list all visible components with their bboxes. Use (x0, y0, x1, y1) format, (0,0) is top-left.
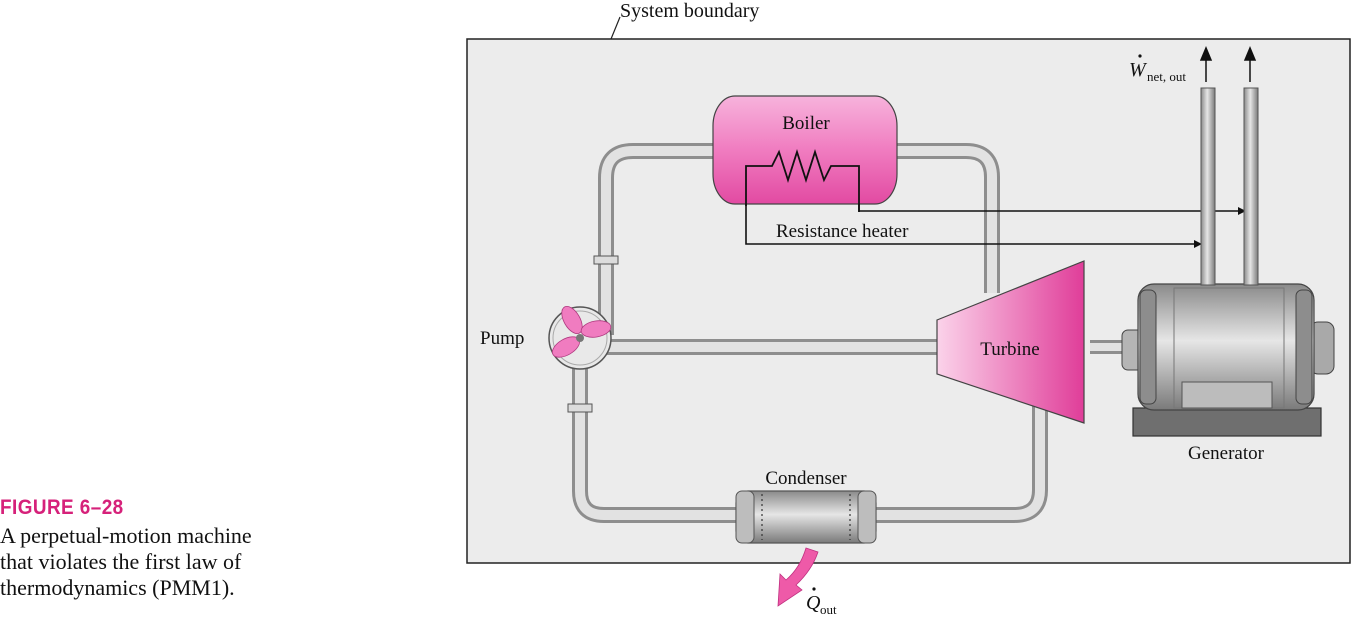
output-leads (1200, 87, 1259, 286)
generator: Generator (1121, 283, 1335, 464)
boiler-label: Boiler (782, 113, 830, 134)
work-out-label: W net, out (1129, 54, 1186, 84)
svg-text:Q: Q (806, 592, 821, 614)
resistance-heater-coil (745, 149, 860, 212)
svg-text:W: W (1129, 59, 1148, 81)
heat-out-arrow (777, 547, 819, 607)
turbine: Turbine (936, 260, 1085, 424)
heater-wires (745, 204, 1240, 245)
wire-arrow-1 (1238, 207, 1246, 215)
resistance-heater-label: Resistance heater (776, 221, 909, 242)
work-out-arrows (1199, 46, 1257, 82)
condenser-label: Condenser (765, 468, 847, 489)
condenser: Condenser (735, 468, 877, 544)
caption-line-1: A perpetual-motion machine (0, 523, 252, 548)
wire-arrow-2 (1194, 240, 1202, 248)
pipe-network (572, 143, 1130, 523)
pump-label: Pump (480, 328, 524, 349)
caption-line-3: thermodynamics (PMM1). (0, 575, 235, 600)
pump: Pump (480, 306, 612, 370)
figure-caption: FIGURE 6–28 A perpetual-motion machine t… (0, 496, 340, 601)
svg-text:out: out (820, 602, 837, 617)
figure-number: FIGURE 6–28 (0, 496, 124, 519)
boiler: Boiler (712, 95, 898, 212)
heat-out-label: Q out (806, 587, 837, 617)
pipe-coupling-upper (593, 255, 619, 265)
pipe-coupling-lower (567, 403, 593, 413)
caption-line-2: that violates the first law of (0, 549, 242, 574)
system-boundary-label: System boundary (620, 0, 759, 22)
generator-label: Generator (1188, 443, 1265, 464)
system-boundary-leader (610, 16, 621, 40)
turbine-label: Turbine (980, 339, 1039, 360)
svg-text:net, out: net, out (1147, 69, 1186, 84)
